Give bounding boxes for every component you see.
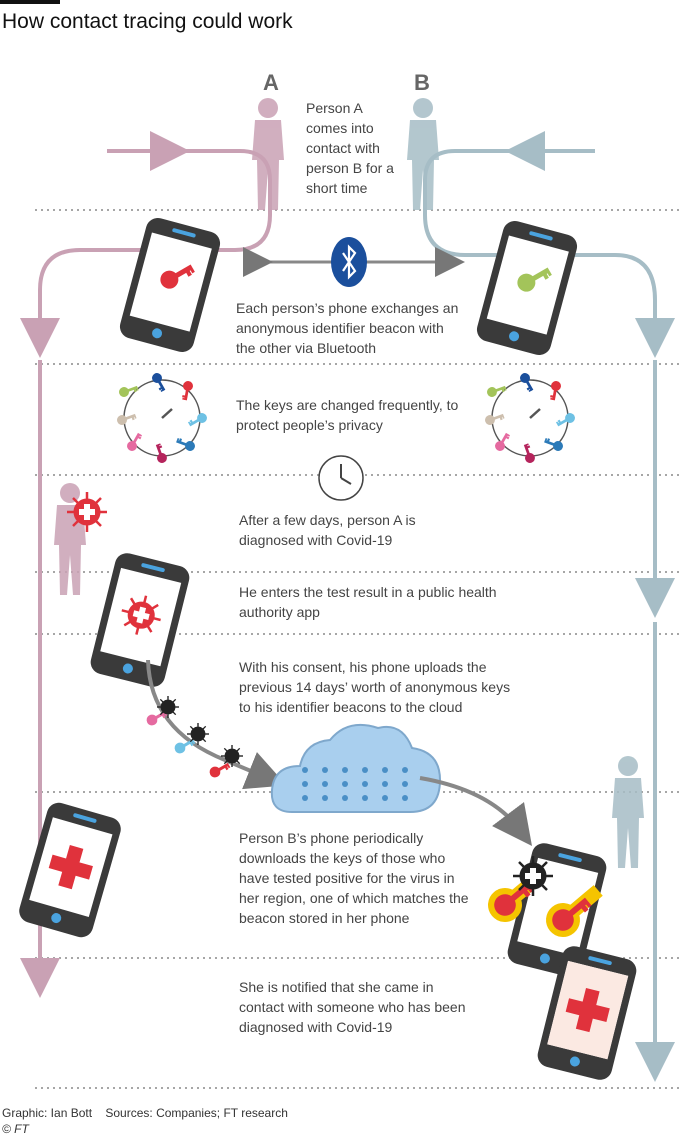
matched-keys-icon bbox=[488, 854, 603, 937]
step-keys-change-text: The keys are changed frequently, to prot… bbox=[236, 397, 459, 433]
person-a-diagnosed-icon bbox=[54, 483, 86, 595]
step-diagnosed-text: After a few days, person A is diagnosed … bbox=[239, 512, 416, 548]
phone-a-alert-icon bbox=[16, 799, 124, 941]
person-b-lower-icon bbox=[612, 756, 644, 868]
virus-icon bbox=[65, 490, 109, 534]
title-rule bbox=[0, 0, 60, 4]
person-a-label: A bbox=[263, 70, 279, 95]
bluetooth-icon bbox=[243, 237, 465, 287]
phone-b-alert-icon bbox=[535, 943, 639, 1083]
step-download-text: Person B’s phone periodically downloads … bbox=[239, 830, 469, 926]
key-clock-a-icon bbox=[115, 371, 209, 465]
phone-a-virus-icon bbox=[88, 550, 192, 690]
step-test-result-text: He enters the test result in a public he… bbox=[239, 584, 497, 620]
person-b-label: B bbox=[414, 70, 430, 95]
step-bluetooth-text: Each person’s phone exchanges an anonymo… bbox=[236, 300, 459, 356]
phone-a-key-icon bbox=[117, 215, 223, 355]
clock-icon bbox=[318, 455, 364, 501]
cloud-icon bbox=[270, 724, 442, 813]
download-arrow bbox=[419, 776, 533, 846]
step-contact-text: Person A comes into contact with person … bbox=[306, 100, 394, 196]
key-clock-b-icon bbox=[483, 371, 577, 465]
uploaded-virus-icon bbox=[220, 744, 244, 768]
step-upload-text: With his consent, his phone uploads the … bbox=[239, 659, 511, 715]
footer-credit: Graphic: Ian Bott Sources: Companies; FT… bbox=[2, 1106, 288, 1120]
page-title: How contact tracing could work bbox=[2, 10, 293, 33]
phone-b-key-icon bbox=[474, 218, 580, 358]
step-notified-text: She is notified that she came in contact… bbox=[239, 979, 466, 1035]
upload-arrow bbox=[146, 659, 287, 790]
footer-copyright: © FT bbox=[2, 1122, 29, 1136]
